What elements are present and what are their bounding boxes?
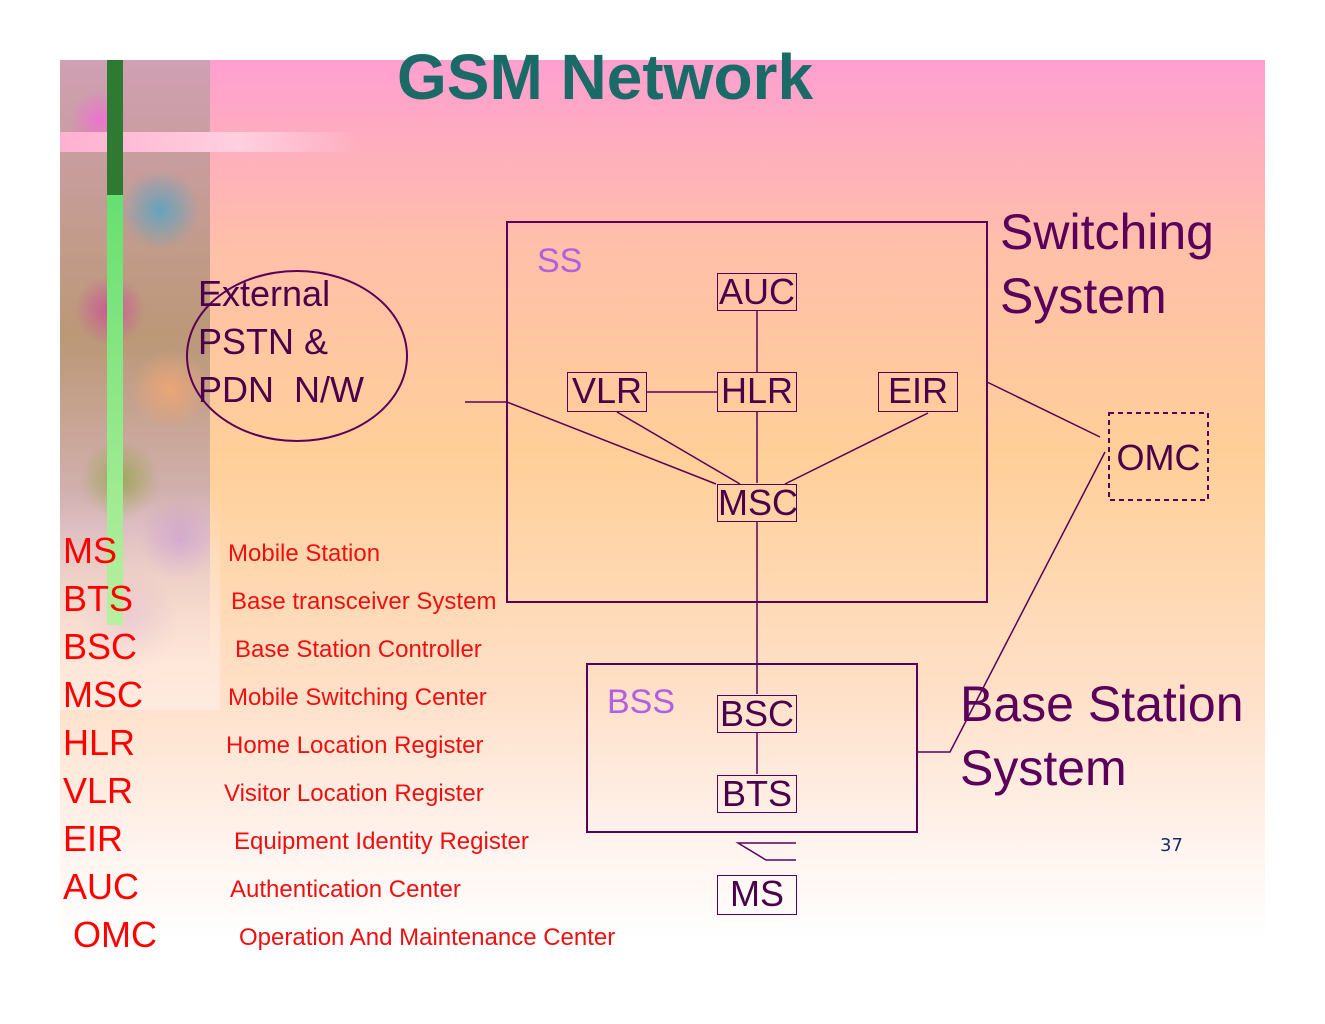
node-bsc: BSC [717,695,797,733]
legend-def: Mobile Switching Center [228,684,487,711]
omc-box [1108,412,1209,501]
legend-row: EIR Equipment Identity Register [63,818,529,866]
legend-abbr: HLR [63,722,136,763]
decorative-bar [60,132,360,152]
external-network-ellipse [186,270,408,442]
ss-tag: SS [537,242,583,280]
radio-link-symbol [735,842,796,861]
legend-row: HLR Home Location Register [63,722,483,770]
legend-abbr: BSC [63,626,138,667]
legend-abbr: VLR [63,770,134,811]
legend-abbr: OMC [73,914,157,955]
legend-row: MS Mobile Station [63,530,380,578]
legend-row: VLR Visitor Location Register [63,770,484,818]
legend-row: MSC Mobile Switching Center [63,674,487,722]
page-number: 37 [1160,835,1183,856]
node-eir: EIR [878,372,958,412]
legend-row: AUC Authentication Center [63,866,461,914]
base-station-system-label: Base Station System [960,676,1244,796]
line-external-msc [465,401,717,485]
ss-box [506,221,988,603]
line-ss-omc [986,381,1101,438]
legend-def: Base transceiver System [231,588,497,615]
node-vlr: VLR [567,372,647,412]
node-bts: BTS [717,775,797,813]
line-vlr-msc [616,411,741,485]
line-eir-msc [784,412,929,485]
bss-box [586,663,918,833]
line-bss-omc [917,451,1106,753]
legend-abbr: MSC [63,674,143,715]
bss-tag: BSS [607,683,676,721]
legend-row: OMC Operation And Maintenance Center [73,914,615,962]
node-msc: MSC [717,482,798,523]
node-hlr: HLR [717,372,797,412]
external-network-label: External PSTN & PDN N/W [198,273,364,410]
legend-row: BTS Base transceiver System [63,578,496,626]
legend-abbr: MS [63,530,117,571]
legend-def: Base Station Controller [235,636,482,663]
legend-def: Authentication Center [230,876,461,903]
legend-def: Operation And Maintenance Center [239,924,616,951]
legend-abbr: BTS [63,578,134,619]
legend-abbr: AUC [63,866,140,907]
switching-system-label: Switching System [1000,204,1214,324]
legend-row: BSC Base Station Controller [63,626,482,674]
slide-title: GSM Network [396,41,814,113]
slide-background [60,60,1265,940]
legend-abbr: EIR [63,818,124,859]
node-omc: OMC [1116,437,1201,478]
legend-def: Visitor Location Register [224,780,484,807]
decorative-stripe-light [107,195,123,625]
node-ms: MS [717,875,797,915]
legend-def: Mobile Station [228,540,381,567]
decorative-stripe [107,60,123,195]
node-auc: AUC [717,271,797,312]
legend-def: Home Location Register [226,732,484,759]
legend-def: Equipment Identity Register [234,828,529,855]
